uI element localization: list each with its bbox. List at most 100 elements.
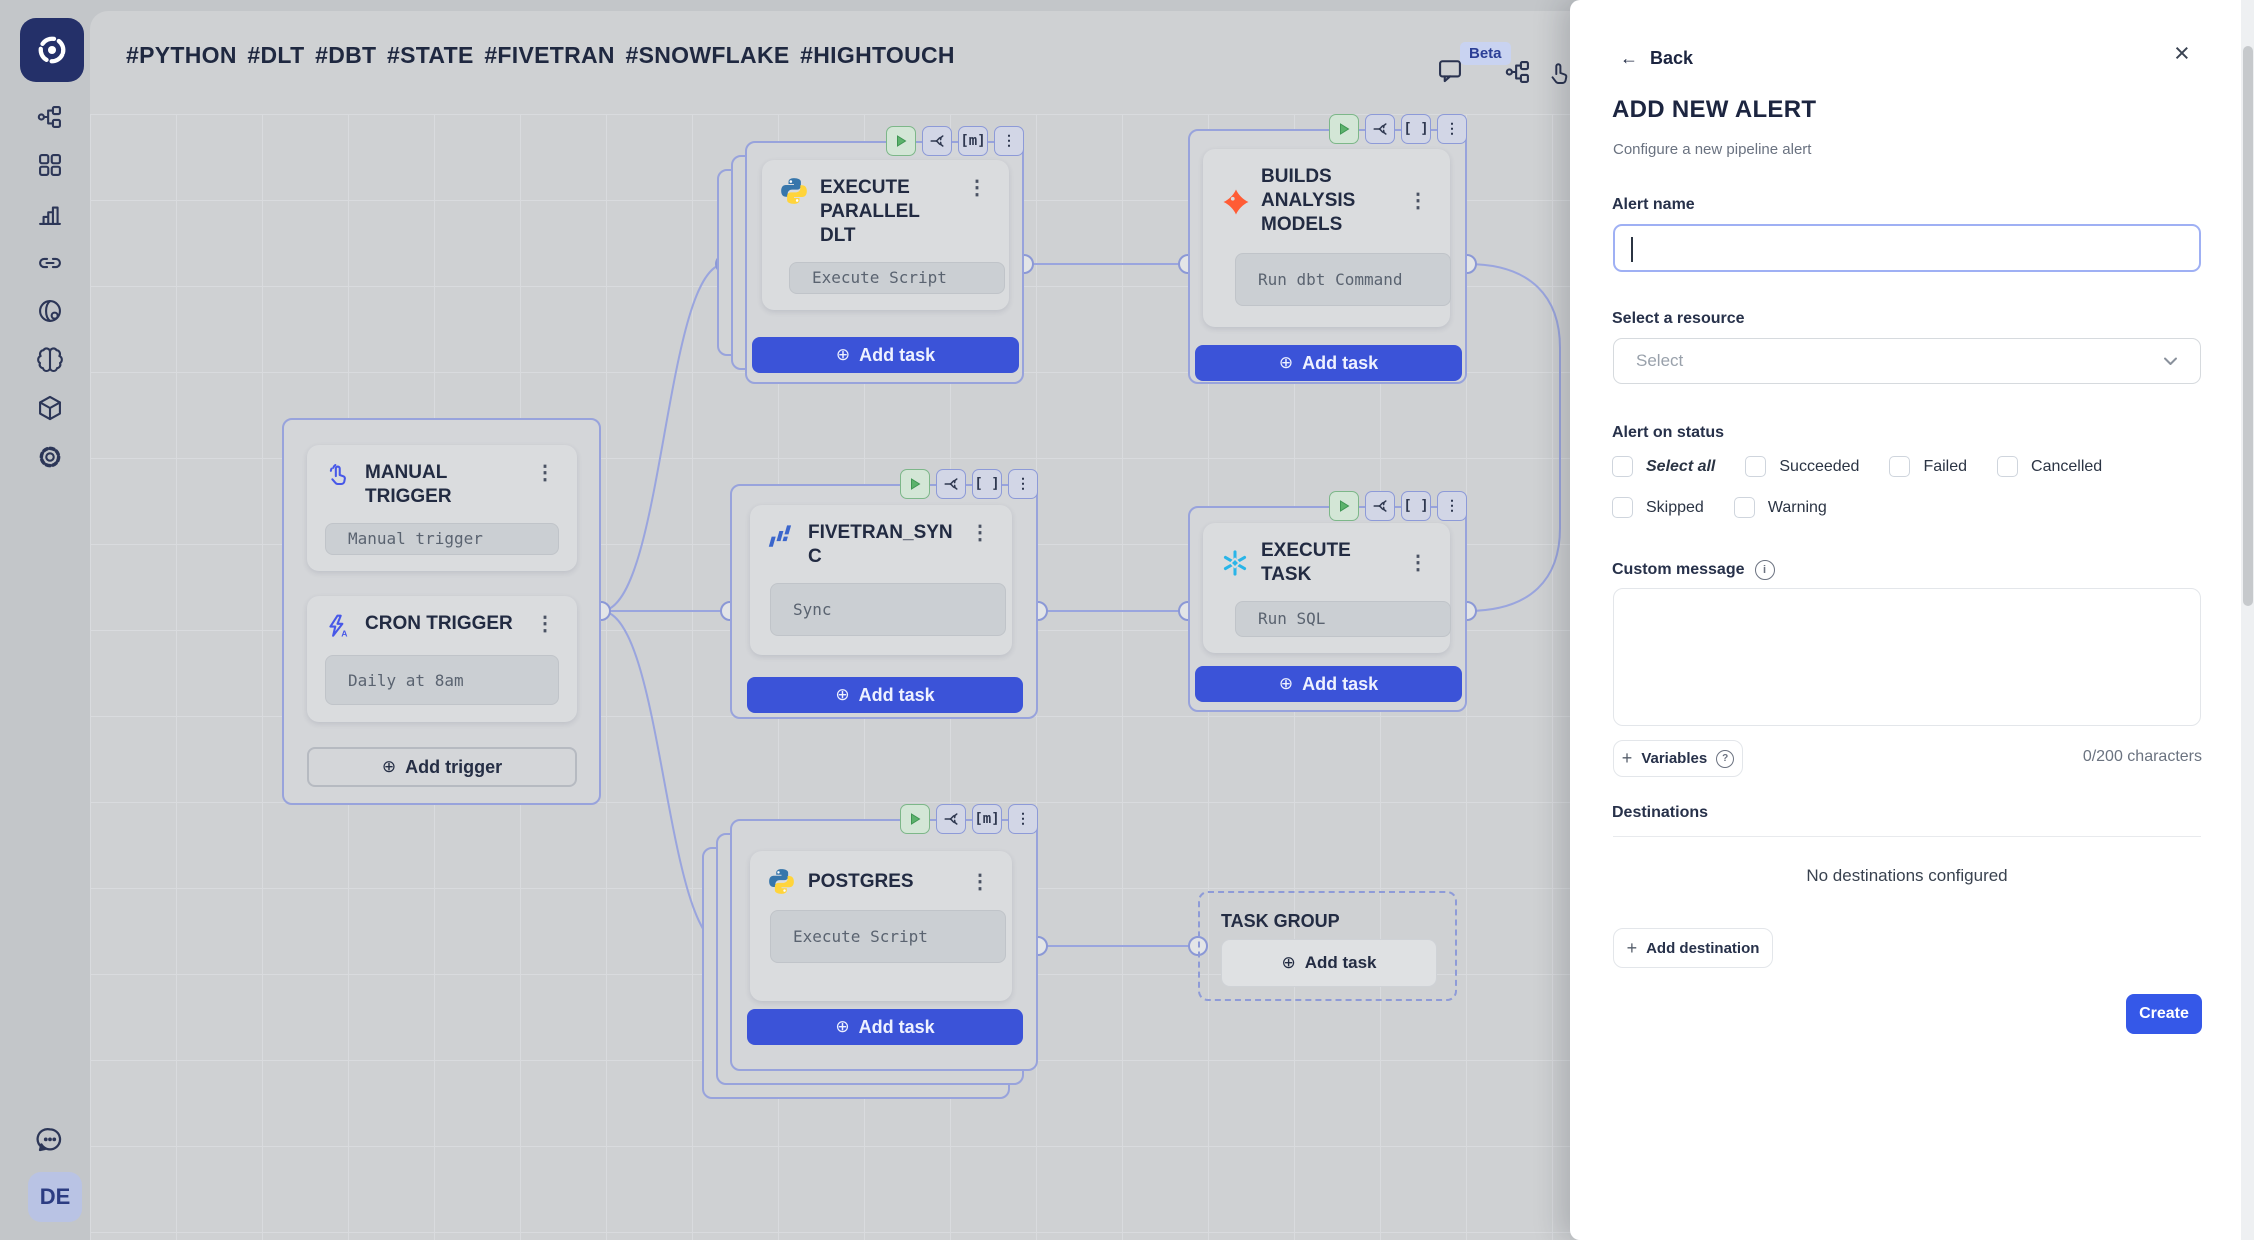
custom-message-textarea[interactable] — [1613, 588, 2201, 726]
chat-square-icon — [1439, 60, 1461, 83]
task-type-box[interactable]: Sync — [770, 582, 1006, 636]
add-task-button[interactable]: ⊕ Add task — [1221, 939, 1437, 987]
trigger-type-box[interactable]: Manual trigger — [325, 522, 559, 555]
node-execute-parallel-dlt[interactable]: EXECUTE PARALLEL DLT ⋮ Execute Script ⊕ … — [745, 141, 1024, 384]
back-button[interactable]: ← Back — [1620, 48, 1694, 68]
checkbox-select-all[interactable]: Select all — [1612, 456, 1715, 477]
checkbox-cancelled[interactable]: Cancelled — [1997, 456, 2102, 477]
info-icon[interactable]: i — [1754, 560, 1775, 580]
kebab-menu-icon[interactable]: ⋮ — [535, 462, 555, 484]
matrix-button[interactable]: [m] — [958, 126, 988, 156]
panel-scrollbar[interactable] — [2241, 0, 2254, 1240]
run-button[interactable] — [1329, 114, 1359, 144]
add-trigger-button[interactable]: ⊕ Add trigger — [307, 747, 577, 787]
more-button[interactable]: ⋮ — [994, 126, 1024, 156]
node-builds-analysis-models[interactable]: BUILDS ANALYSIS MODELS ⋮ Run dbt Command… — [1188, 129, 1467, 384]
checkbox-icon[interactable] — [1997, 456, 2019, 477]
kebab-menu-icon[interactable]: ⋮ — [967, 177, 987, 199]
kebab-menu-icon[interactable]: ⋮ — [1408, 189, 1428, 212]
task-card[interactable]: EXECUTE PARALLEL DLT ⋮ Execute Script — [762, 160, 1009, 310]
array-button[interactable]: [ ] — [1401, 491, 1431, 521]
run-button[interactable] — [900, 804, 930, 834]
add-task-button[interactable]: ⊕ Add task — [747, 677, 1023, 713]
sidebar-item-products[interactable] — [33, 391, 67, 425]
sidebar-item-connections[interactable] — [33, 246, 67, 280]
checkbox-icon[interactable] — [1745, 456, 1767, 477]
sidebar-item-integrations[interactable] — [33, 148, 67, 182]
add-task-button[interactable]: ⊕ Add task — [752, 337, 1019, 373]
branch-button[interactable] — [922, 126, 952, 156]
task-card[interactable]: BUILDS ANALYSIS MODELS ⋮ Run dbt Command — [1203, 149, 1451, 327]
run-button[interactable] — [886, 126, 916, 156]
create-button[interactable]: Create — [2126, 994, 2202, 1034]
branch-button[interactable] — [936, 469, 966, 499]
task-group[interactable]: TASK GROUP ⊕ Add task — [1198, 891, 1457, 1001]
more-button[interactable]: ⋮ — [1437, 491, 1467, 521]
more-button[interactable]: ⋮ — [1008, 469, 1038, 499]
matrix-button[interactable]: [m] — [972, 804, 1002, 834]
sidebar-item-ai[interactable] — [33, 343, 67, 377]
checkbox-failed[interactable]: Failed — [1889, 456, 1967, 477]
sidebar-item-analytics[interactable] — [33, 197, 67, 231]
grid-icon — [39, 154, 61, 176]
add-task-button[interactable]: ⊕ Add task — [1195, 345, 1462, 381]
trigger-type-box[interactable]: Daily at 8am — [325, 655, 559, 705]
plus-circle-icon: ⊕ — [835, 1017, 850, 1036]
branch-button[interactable] — [1365, 114, 1395, 144]
checkbox-warning[interactable]: Warning — [1733, 497, 1827, 518]
kebab-menu-icon[interactable]: ⋮ — [970, 522, 990, 544]
checkbox-icon[interactable] — [1612, 456, 1633, 477]
task-type-box[interactable]: Run SQL — [1235, 600, 1451, 637]
cron-trigger-card[interactable]: A CRON TRIGGER ⋮ Daily at 8am — [307, 596, 577, 722]
more-button[interactable]: ⋮ — [1437, 114, 1467, 144]
manual-trigger-card[interactable]: MANUAL TRIGGER ⋮ Manual trigger — [307, 445, 577, 571]
array-button[interactable]: [ ] — [972, 469, 1002, 499]
sidebar-item-settings[interactable] — [33, 440, 67, 474]
add-alert-panel: ← Back × ADD NEW ALERT Configure a new p… — [1570, 0, 2254, 1240]
python-icon — [780, 177, 808, 205]
node-toolbar: [ ] ⋮ — [1329, 114, 1467, 144]
task-type-box[interactable]: Execute Script — [789, 261, 1005, 294]
trigger-group[interactable]: MANUAL TRIGGER ⋮ Manual trigger A CRON T… — [282, 418, 601, 805]
checkbox-icon[interactable] — [1889, 456, 1911, 477]
close-icon[interactable]: × — [2174, 38, 2190, 68]
plus-circle-icon: ⊕ — [1278, 353, 1294, 372]
sidebar-item-pipelines[interactable] — [33, 100, 67, 134]
array-button[interactable]: [ ] — [1401, 114, 1431, 144]
select-tool-button[interactable] — [1546, 58, 1572, 88]
kebab-menu-icon[interactable]: ⋮ — [535, 613, 555, 635]
task-card[interactable]: POSTGRES ⋮ Execute Script — [750, 851, 1012, 1001]
kebab-menu-icon[interactable]: ⋮ — [970, 870, 990, 893]
ai-chat-button[interactable] — [1434, 54, 1466, 86]
branch-button[interactable] — [936, 804, 966, 834]
sidebar-item-environments[interactable] — [33, 294, 67, 328]
task-card[interactable]: FIVETRAN_SYNC ⋮ Sync — [750, 505, 1012, 655]
variables-button[interactable]: + Variables ? — [1613, 740, 1743, 777]
checkbox-icon[interactable] — [1733, 497, 1755, 518]
run-button[interactable] — [900, 469, 930, 499]
lineage-button[interactable] — [1502, 56, 1534, 88]
task-type-box[interactable]: Execute Script — [770, 910, 1006, 963]
node-execute-task[interactable]: EXECUTE TASK ⋮ Run SQL ⊕ Add task — [1188, 506, 1467, 712]
add-task-button[interactable]: ⊕ Add task — [747, 1009, 1023, 1045]
checkbox-icon[interactable] — [1612, 497, 1633, 518]
plus-icon: + — [1626, 937, 1638, 958]
scrollbar-thumb[interactable] — [2242, 46, 2253, 606]
alert-name-input[interactable] — [1613, 224, 2201, 272]
add-destination-button[interactable]: + Add destination — [1613, 928, 1773, 968]
node-postgres[interactable]: POSTGRES ⋮ Execute Script ⊕ Add task — [730, 819, 1038, 1071]
node-fivetran-sync[interactable]: FIVETRAN_SYNC ⋮ Sync ⊕ Add task — [730, 484, 1038, 719]
kebab-menu-icon[interactable]: ⋮ — [1408, 551, 1428, 574]
checkbox-skipped[interactable]: Skipped — [1612, 497, 1704, 518]
user-avatar[interactable]: DE — [28, 1172, 82, 1222]
add-task-button[interactable]: ⊕ Add task — [1195, 666, 1462, 702]
more-button[interactable]: ⋮ — [1008, 804, 1038, 834]
branch-button[interactable] — [1365, 491, 1395, 521]
run-button[interactable] — [1329, 491, 1359, 521]
resource-select[interactable]: Select — [1613, 338, 2201, 384]
support-chat-button[interactable] — [33, 1123, 67, 1157]
task-type-box[interactable]: Run dbt Command — [1235, 252, 1451, 306]
checkbox-succeeded[interactable]: Succeeded — [1745, 456, 1859, 477]
task-card[interactable]: EXECUTE TASK ⋮ Run SQL — [1203, 523, 1451, 653]
orchestra-logo[interactable] — [20, 18, 84, 82]
